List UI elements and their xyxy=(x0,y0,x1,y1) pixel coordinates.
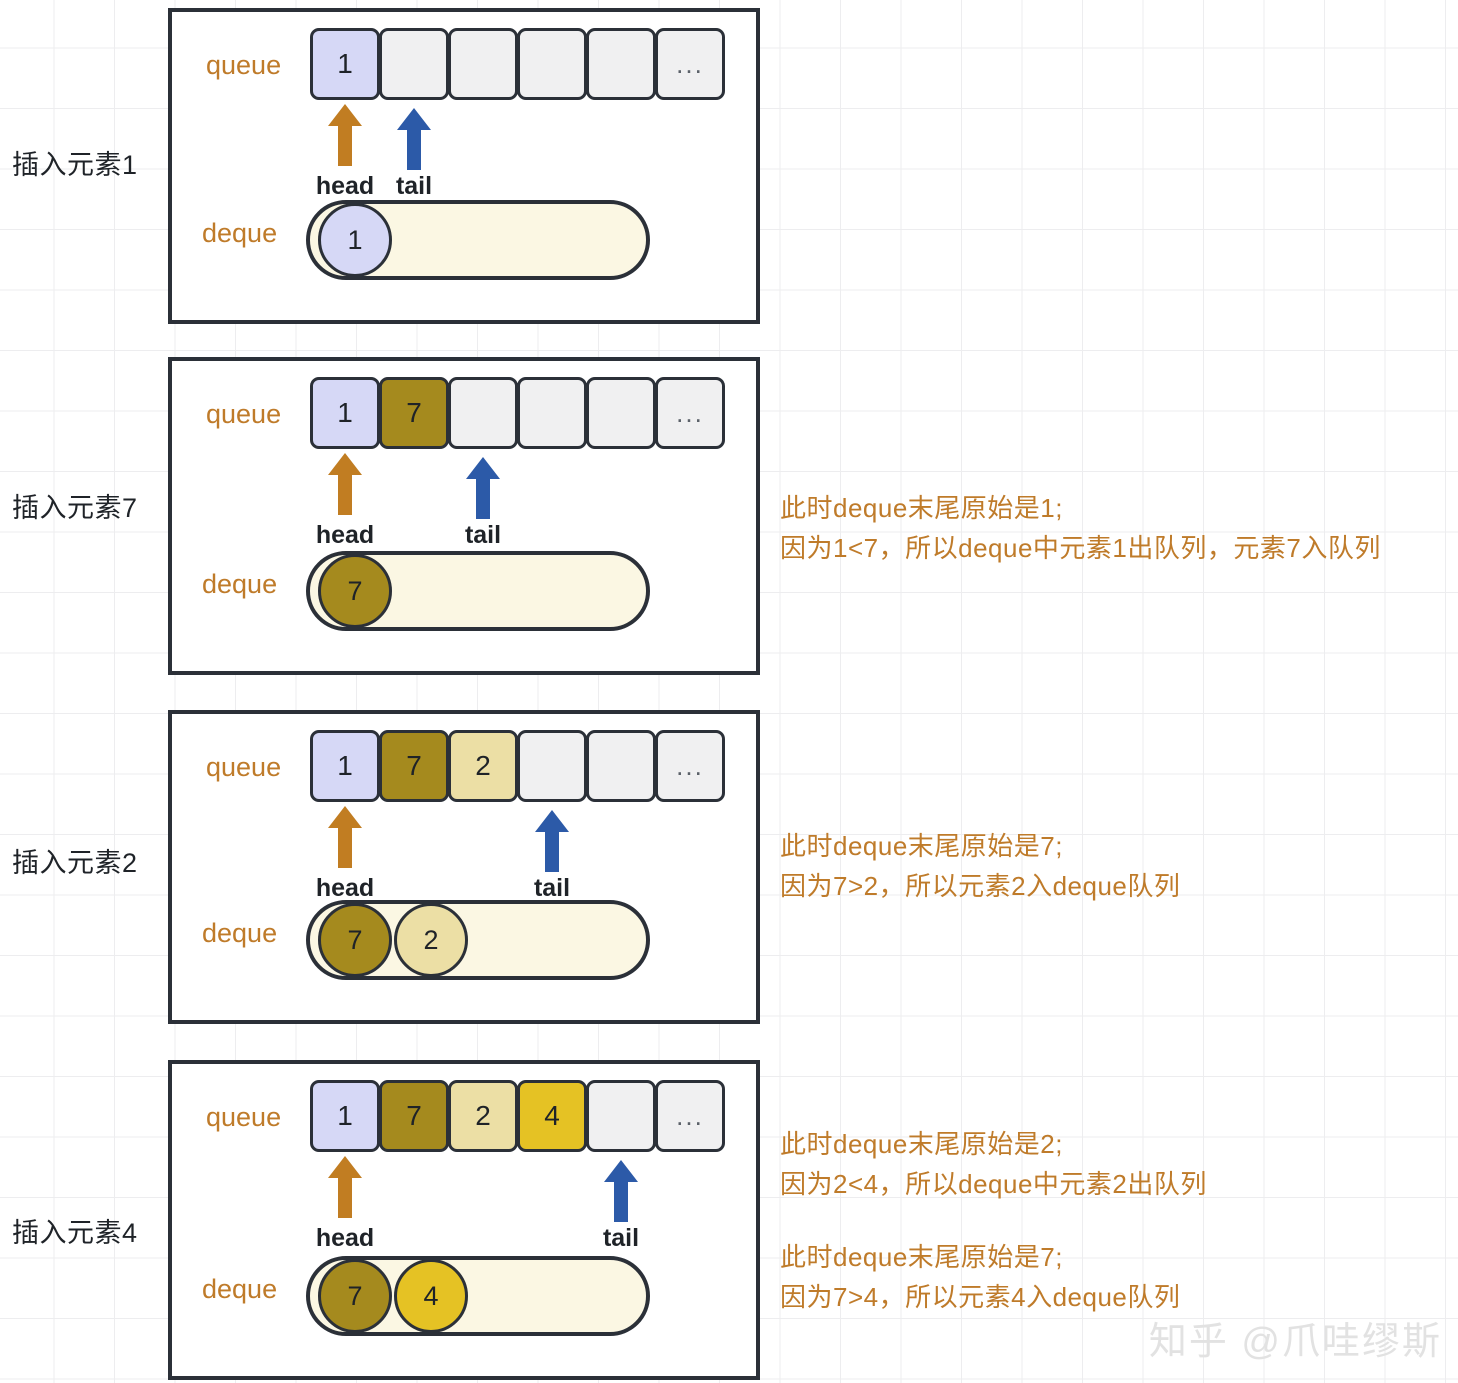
head-pointer-label: head xyxy=(315,172,375,200)
annotation-note: 此时deque末尾原始是7; 因为7>2，所以元素2入deque队列 xyxy=(780,826,1180,906)
deque-item: 7 xyxy=(318,554,392,628)
queue-cell: 1 xyxy=(310,28,380,100)
deque-container: 1 xyxy=(306,200,650,280)
tail-arrow-icon xyxy=(396,108,432,170)
queue-cell xyxy=(448,28,518,100)
tail-pointer-label: tail xyxy=(464,521,502,549)
queue-cell: 7 xyxy=(379,730,449,802)
head-pointer-label: head xyxy=(315,1224,375,1252)
annotation-line: 因为7>4，所以元素4入deque队列 xyxy=(780,1282,1181,1312)
annotation-line: 此时deque末尾原始是2; xyxy=(780,1129,1063,1159)
tail-pointer-label: tail xyxy=(533,874,571,902)
queue-cell: 2 xyxy=(448,1080,518,1152)
annotation-line: 因为1<7，所以deque中元素1出队列，元素7入队列 xyxy=(780,533,1381,563)
annotation-note: 此时deque末尾原始是2; 因为2<4，所以deque中元素2出队列 xyxy=(780,1124,1207,1204)
queue-cell xyxy=(517,28,587,100)
annotation-line: 此时deque末尾原始是7; xyxy=(780,831,1063,861)
head-arrow-icon xyxy=(327,104,363,166)
deque-label: deque xyxy=(202,569,278,599)
step-panel: queue 1... head tail deque 1 xyxy=(168,8,760,324)
deque-item: 4 xyxy=(394,1259,468,1333)
annotation-note: 此时deque末尾原始是1; 因为1<7，所以deque中元素1出队列，元素7入队… xyxy=(780,488,1381,568)
tail-arrow-icon xyxy=(603,1160,639,1222)
queue-cell: 7 xyxy=(379,377,449,449)
tail-pointer-label: tail xyxy=(602,1224,640,1252)
queue-cell xyxy=(517,377,587,449)
queue-cell: 4 xyxy=(517,1080,587,1152)
queue-cell: 2 xyxy=(448,730,518,802)
tail-pointer-label: tail xyxy=(395,172,433,200)
queue-cell: 7 xyxy=(379,1080,449,1152)
watermark: 知乎 @爪哇缪斯 xyxy=(1148,1321,1442,1363)
annotation-line: 因为7>2，所以元素2入deque队列 xyxy=(780,871,1181,901)
annotation-line: 此时deque末尾原始是7; xyxy=(780,1242,1063,1272)
deque-label: deque xyxy=(202,918,278,948)
queue-label: queue xyxy=(206,50,282,80)
queue-cell xyxy=(448,377,518,449)
head-pointer-label: head xyxy=(315,521,375,549)
annotation-line: 此时deque末尾原始是1; xyxy=(780,493,1063,523)
queue-cell xyxy=(586,28,656,100)
queue-label: queue xyxy=(206,752,282,782)
step-label: 插入元素4 xyxy=(12,1218,138,1248)
queue-label: queue xyxy=(206,399,282,429)
queue-cell: 1 xyxy=(310,377,380,449)
queue-cell xyxy=(379,28,449,100)
queue-cell: ... xyxy=(655,28,725,100)
step-label: 插入元素2 xyxy=(12,848,138,878)
step-label: 插入元素1 xyxy=(12,150,138,180)
tail-arrow-icon xyxy=(465,457,501,519)
queue-label: queue xyxy=(206,1102,282,1132)
head-arrow-icon xyxy=(327,1156,363,1218)
head-arrow-icon xyxy=(327,453,363,515)
queue-cell: ... xyxy=(655,730,725,802)
tail-arrow-icon xyxy=(534,810,570,872)
annotation-line: 因为2<4，所以deque中元素2出队列 xyxy=(780,1169,1207,1199)
deque-item: 7 xyxy=(318,1259,392,1333)
queue-cell: 1 xyxy=(310,1080,380,1152)
queue-cell xyxy=(586,1080,656,1152)
deque-item: 2 xyxy=(394,903,468,977)
queue-cell xyxy=(517,730,587,802)
queue-cell: 1 xyxy=(310,730,380,802)
deque-label: deque xyxy=(202,218,278,248)
queue-cell xyxy=(586,730,656,802)
deque-label: deque xyxy=(202,1274,278,1304)
queue-cells: 1... xyxy=(310,28,725,100)
queue-cell: ... xyxy=(655,377,725,449)
deque-container: 7 xyxy=(306,551,650,631)
queue-cell xyxy=(586,377,656,449)
annotation-note: 此时deque末尾原始是7; 因为7>4，所以元素4入deque队列 xyxy=(780,1237,1180,1317)
queue-cell: ... xyxy=(655,1080,725,1152)
head-arrow-icon xyxy=(327,806,363,868)
deque-item: 1 xyxy=(318,203,392,277)
step-label: 插入元素7 xyxy=(12,493,138,523)
head-pointer-label: head xyxy=(315,874,375,902)
deque-item: 7 xyxy=(318,903,392,977)
